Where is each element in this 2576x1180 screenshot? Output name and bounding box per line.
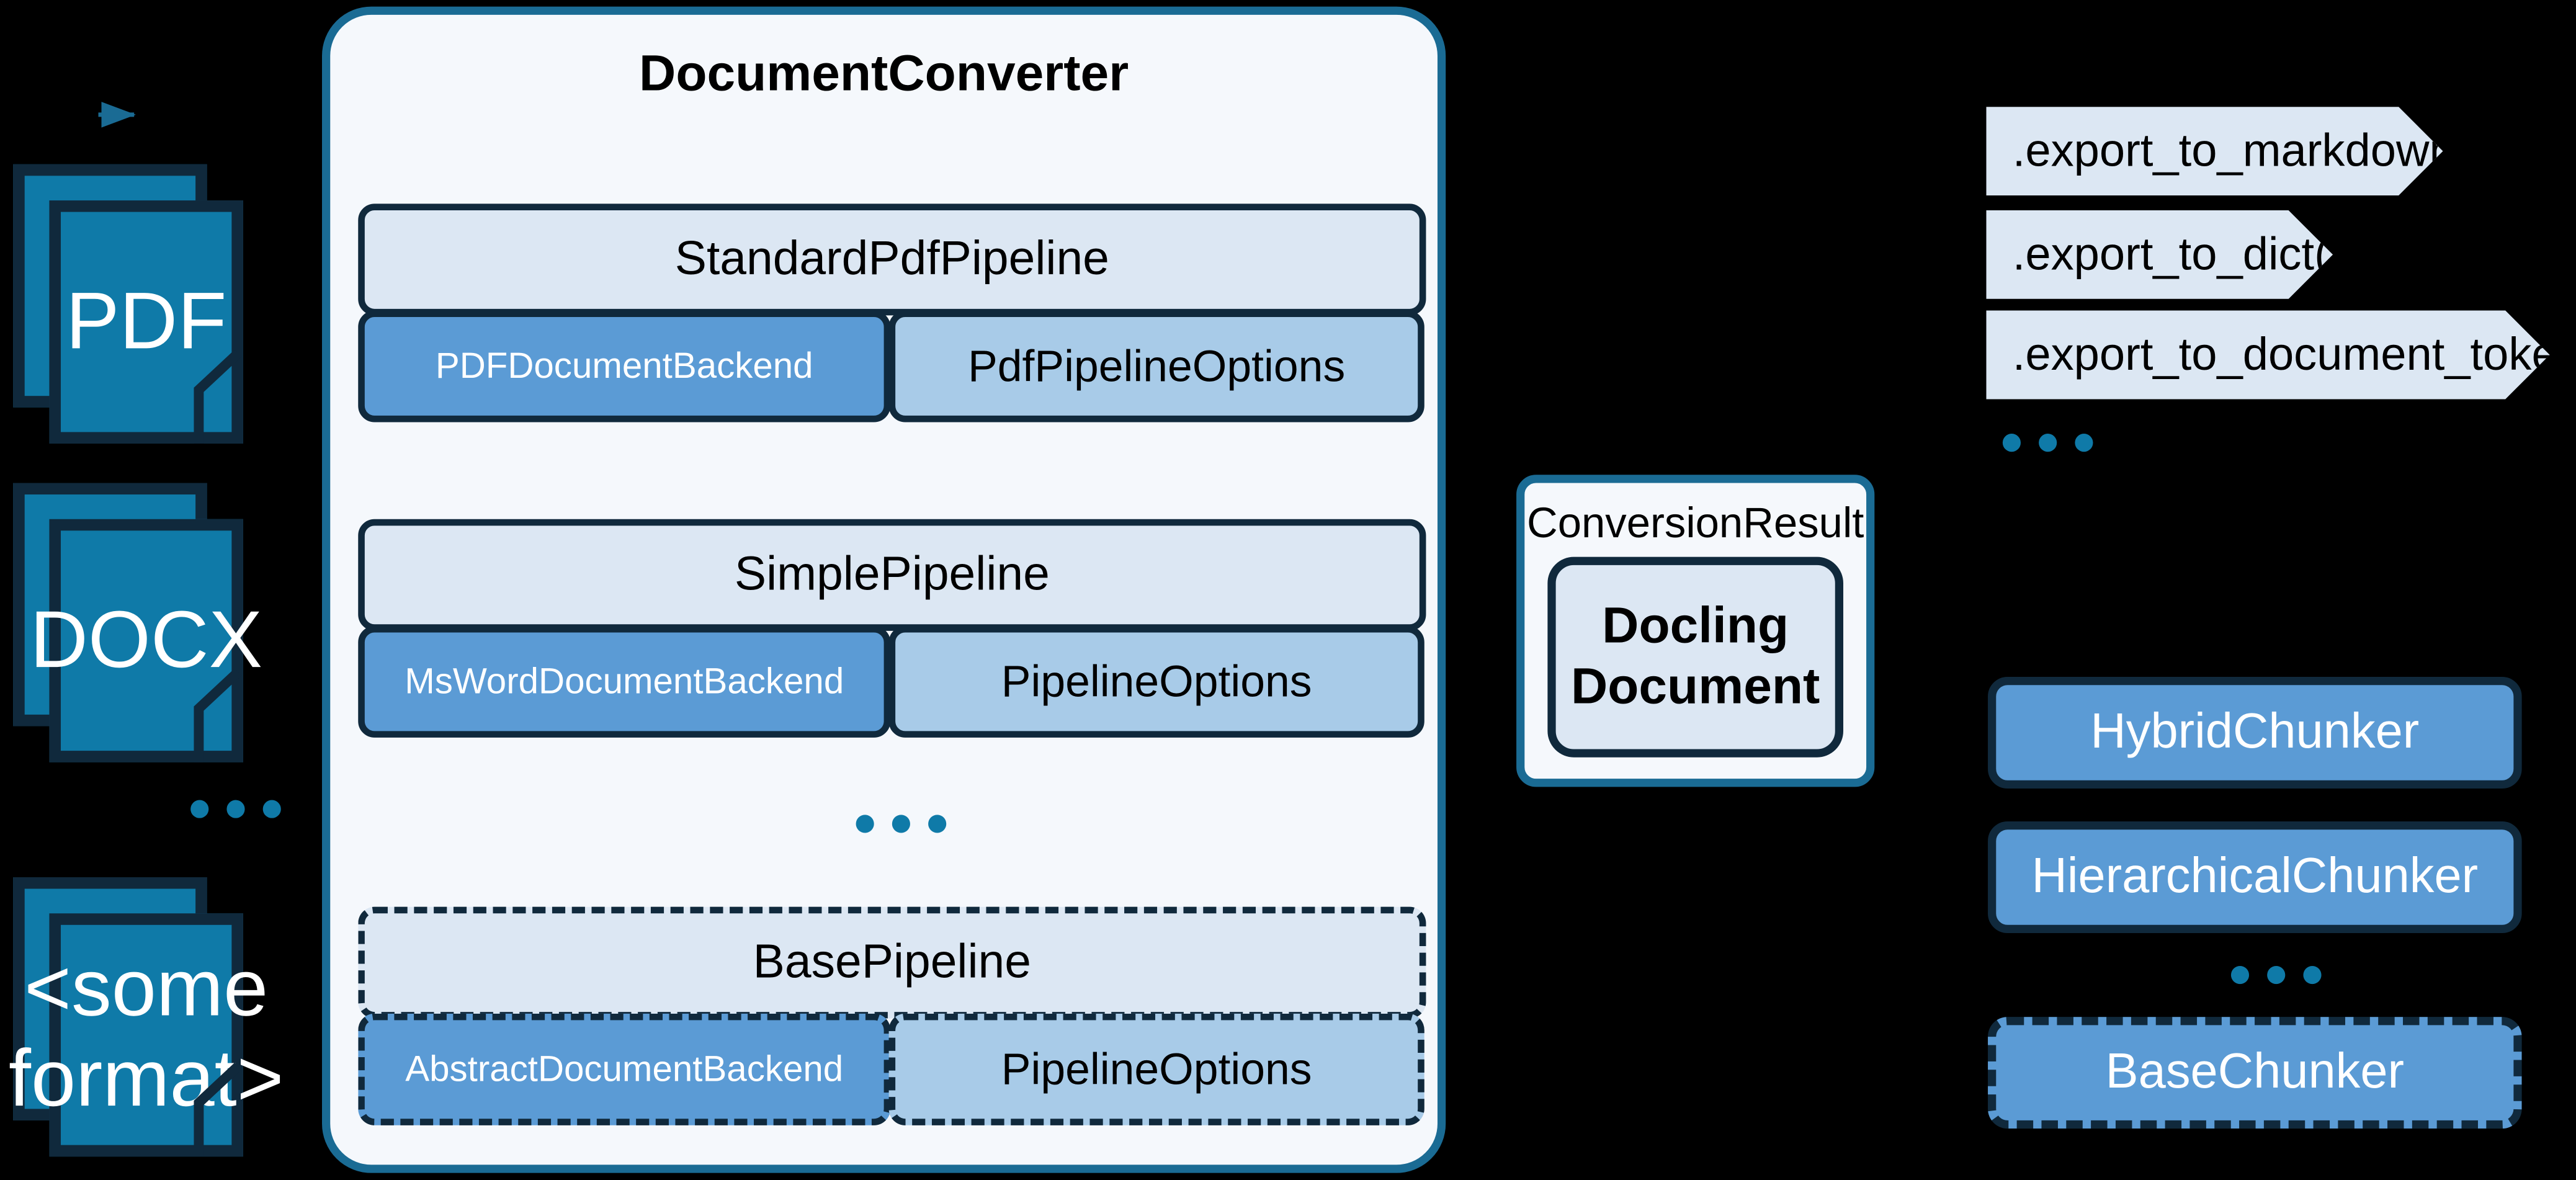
pipeline-base[interactable]: BasePipeline AbstractDocumentBackend Pip… xyxy=(358,906,1426,1125)
pipeline-backend-label[interactable]: MsWordDocumentBackend xyxy=(358,625,891,738)
pipeline-components-row: PDFDocumentBackend PdfPipelineOptions xyxy=(358,310,1426,422)
pipeline-standard-pdf[interactable]: StandardPdfPipeline PDFDocumentBackend P… xyxy=(358,203,1426,422)
docling-document-box[interactable]: Docling Document xyxy=(1547,556,1844,758)
chunker-hybrid[interactable]: HybridChunker xyxy=(1988,676,2522,789)
chunker-base[interactable]: BaseChunker xyxy=(1988,1017,2522,1129)
pipeline-backend-label[interactable]: PDFDocumentBackend xyxy=(358,310,891,422)
converter-ellipsis xyxy=(856,815,947,833)
source-document-some-format[interactable]: <some format> xyxy=(9,877,284,1157)
export-to-markdown-banner[interactable]: .export_to_markdown() xyxy=(1986,107,2443,195)
exports-ellipsis xyxy=(2002,434,2093,452)
document-converter-panel: DocumentConverter StandardPdfPipeline PD… xyxy=(322,6,1446,1173)
doc-front-sheet: PDF xyxy=(49,200,243,444)
export-to-dict-banner[interactable]: .export_to_dict() xyxy=(1986,210,2333,299)
pipeline-head-label: StandardPdfPipeline xyxy=(358,203,1426,316)
pipeline-head-label: BasePipeline xyxy=(358,906,1426,1019)
source-document-pdf[interactable]: PDF xyxy=(13,164,243,444)
chunker-hierarchical[interactable]: HierarchicalChunker xyxy=(1988,821,2522,934)
pipeline-options-label[interactable]: PipelineOptions xyxy=(888,625,1424,738)
inputs-ellipsis xyxy=(190,800,281,818)
conversion-result-label: ConversionResult xyxy=(1526,498,1864,547)
doc-front-sheet: <some format> xyxy=(9,913,284,1157)
conversion-result-panel: ConversionResult Docling Document xyxy=(1516,475,1875,787)
pipeline-head-label: SimplePipeline xyxy=(358,519,1426,631)
panel-title: DocumentConverter xyxy=(639,44,1129,102)
source-document-docx[interactable]: DOCX xyxy=(13,483,262,762)
pipeline-components-row: AbstractDocumentBackend PipelineOptions xyxy=(358,1013,1426,1125)
pipeline-options-label[interactable]: PdfPipelineOptions xyxy=(888,310,1424,422)
pipeline-options-label[interactable]: PipelineOptions xyxy=(888,1013,1424,1125)
pipeline-components-row: MsWordDocumentBackend PipelineOptions xyxy=(358,625,1426,738)
doc-front-sheet: DOCX xyxy=(30,519,262,762)
pipeline-simple[interactable]: SimplePipeline MsWordDocumentBackend Pip… xyxy=(358,519,1426,738)
chunkers-ellipsis xyxy=(2230,966,2322,985)
pipeline-backend-label[interactable]: AbstractDocumentBackend xyxy=(358,1013,891,1125)
export-to-document-tokens-banner[interactable]: .export_to_document_tokens() xyxy=(1986,310,2549,399)
